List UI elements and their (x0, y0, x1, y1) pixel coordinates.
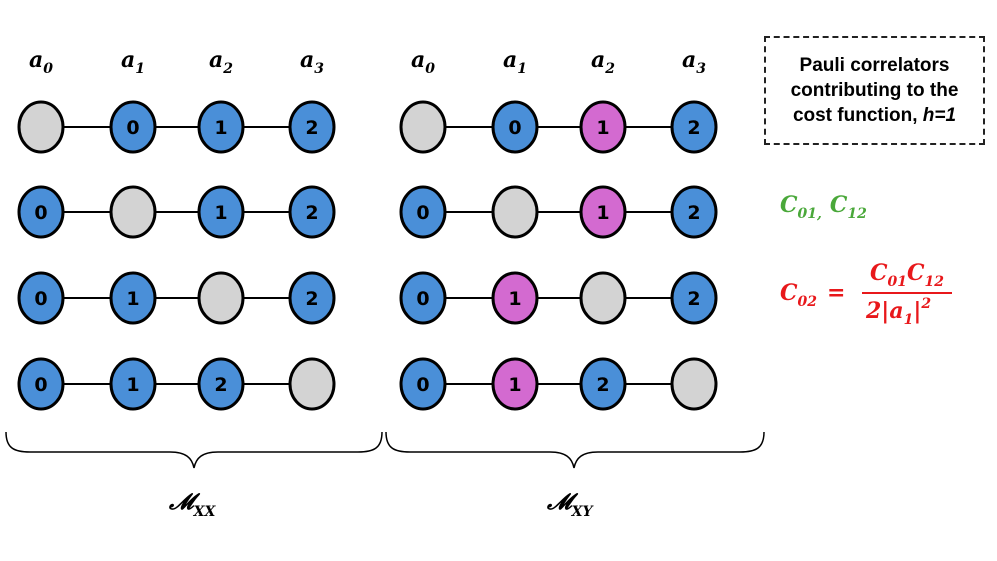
node-label: 1 (214, 117, 227, 139)
node-blue (399, 357, 447, 411)
node-blue (288, 185, 336, 239)
node-label: 2 (687, 288, 700, 310)
node-blue (197, 185, 245, 239)
node-gray (109, 185, 157, 239)
node-gray (399, 100, 447, 154)
node-blue (197, 100, 245, 154)
group-label-xy: 𝓜XY (546, 489, 595, 520)
node-label: 1 (596, 117, 609, 139)
node-gray (670, 357, 718, 411)
legend-box: Pauli correlators contributing to the co… (764, 36, 985, 145)
green-correlators: C01,C12 (780, 192, 867, 222)
node-blue (491, 100, 539, 154)
group-xx-row-2: 0 1 2 (17, 271, 336, 325)
node-blue (670, 100, 718, 154)
node-blue (288, 100, 336, 154)
group-xy-row-3: 0 1 2 (399, 357, 718, 411)
node-gray (491, 185, 539, 239)
column-label-a2: a2 (591, 47, 615, 77)
group-xx-row-0: 0 1 2 (17, 100, 336, 154)
node-blue (197, 357, 245, 411)
group-xx-row-3: 0 1 2 (17, 357, 336, 411)
node-label: 2 (305, 117, 318, 139)
node-label: 1 (508, 288, 521, 310)
node-label: 2 (214, 374, 227, 396)
node-label: 2 (305, 288, 318, 310)
legend-line-1: Pauli correlators (799, 55, 950, 76)
node-label: 0 (416, 202, 429, 224)
node-label: 0 (34, 374, 47, 396)
node-label: 1 (214, 202, 227, 224)
column-label-a2: a2 (209, 47, 233, 77)
node-label: 1 (596, 202, 609, 224)
group-label-xx: 𝓜XX (168, 489, 217, 520)
group-xy-row-0: 0 1 2 (399, 100, 718, 154)
node-label: 2 (596, 374, 609, 396)
column-label-a1: a1 (503, 47, 527, 77)
node-blue (17, 357, 65, 411)
node-label: 1 (508, 374, 521, 396)
node-gray (579, 271, 627, 325)
node-label: 1 (126, 374, 139, 396)
legend-line-3: cost function, h=1 (792, 105, 957, 126)
node-gray (17, 100, 65, 154)
node-blue (109, 271, 157, 325)
node-pink (579, 185, 627, 239)
node-label: 0 (34, 202, 47, 224)
column-label-a0: a0 (411, 47, 435, 77)
node-pink (491, 271, 539, 325)
red-formula-numerator: C01C12 (870, 260, 944, 290)
node-blue (399, 271, 447, 325)
column-label-a0: a0 (29, 47, 53, 77)
node-label: 0 (126, 117, 139, 139)
node-blue (670, 185, 718, 239)
group-xy-row-1: 0 1 2 (399, 185, 718, 239)
node-label: 2 (305, 202, 318, 224)
node-blue (579, 357, 627, 411)
node-pink (491, 357, 539, 411)
node-groups: 0 1 2 0 1 2 0 1 2 0 1 2 0 1 2 0 1 2 0 1 2 0 1 2 (17, 100, 718, 411)
node-label: 2 (687, 117, 700, 139)
node-blue (288, 271, 336, 325)
node-blue (17, 271, 65, 325)
node-label: 2 (687, 202, 700, 224)
node-label: 0 (508, 117, 521, 139)
node-pink (579, 100, 627, 154)
red-formula-denominator: 2|a1|2 (865, 296, 931, 328)
node-label: 1 (126, 288, 139, 310)
node-blue (109, 100, 157, 154)
group-brace-xy (385, 431, 765, 469)
node-blue (399, 185, 447, 239)
red-formula-lhs: C02= (780, 280, 845, 310)
group-xy-row-2: 0 1 2 (399, 271, 718, 325)
node-blue (17, 185, 65, 239)
node-label: 0 (416, 288, 429, 310)
node-blue (670, 271, 718, 325)
node-gray (288, 357, 336, 411)
group-brace-xx (5, 431, 383, 469)
column-label-a3: a3 (300, 47, 324, 77)
node-label: 0 (416, 374, 429, 396)
column-labels: a0 a1 a2 a3 a0 a1 a2 a3 (29, 47, 706, 77)
column-label-a3: a3 (682, 47, 706, 77)
group-xx-row-1: 0 1 2 (17, 185, 336, 239)
node-label: 0 (34, 288, 47, 310)
legend-line-2: contributing to the (790, 80, 959, 101)
node-gray (197, 271, 245, 325)
column-label-a1: a1 (121, 47, 145, 77)
node-blue (109, 357, 157, 411)
